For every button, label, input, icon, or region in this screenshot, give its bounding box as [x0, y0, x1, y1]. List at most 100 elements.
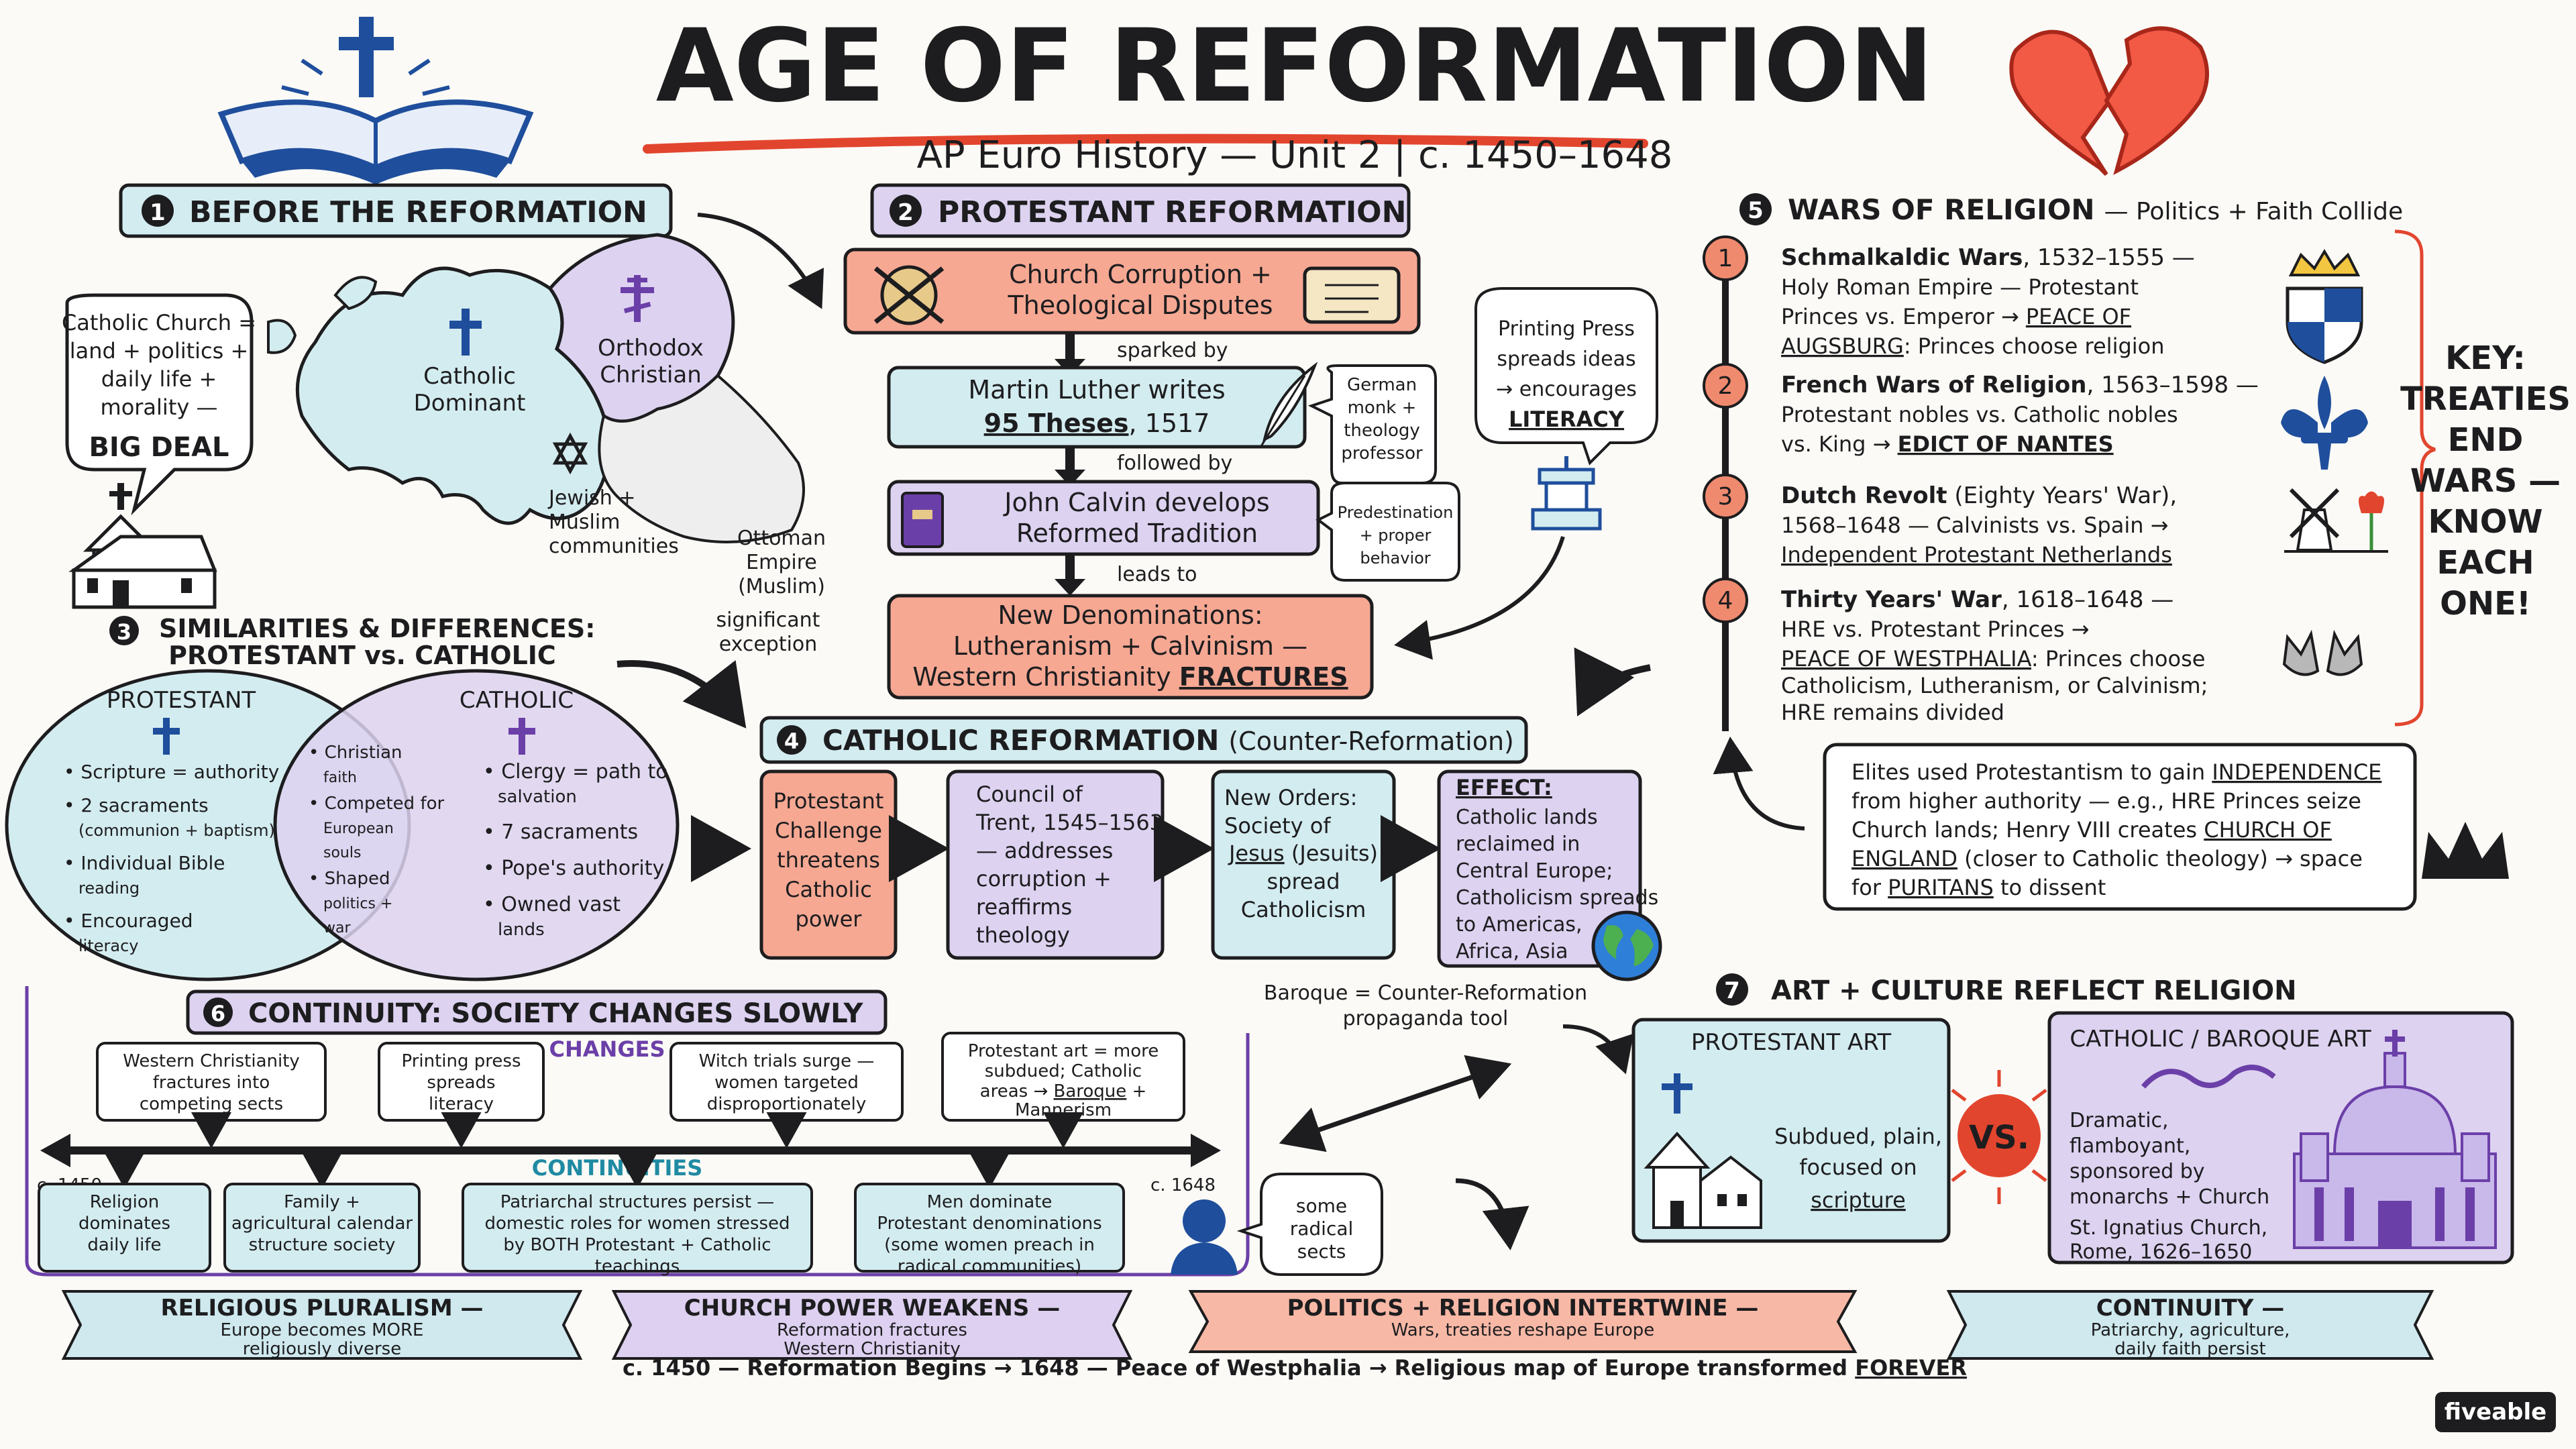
catholic-trait: • Owned vast — [483, 893, 621, 916]
summary-banner: CONTINUITY —Patriarchy, agriculture,dail… — [1946, 1290, 2434, 1360]
war-detail: 1568–1648 — Calvinists vs. Spain → — [1781, 513, 2168, 538]
page-subtitle: AP Euro History — Unit 2 | c. 1450–1648 — [917, 133, 1673, 177]
war-detail: HRE remains divided — [1781, 700, 2004, 725]
section-art-culture: Baroque = Counter-Reformationpropaganda … — [1264, 973, 2514, 1265]
shared-trait: faith — [323, 769, 357, 786]
war-detail: HRE vs. Protestant Princes → — [1781, 616, 2089, 642]
effect-line: Catholic lands — [1456, 806, 1598, 829]
key-line: WARS — — [2410, 462, 2561, 500]
luther-note-line: theology — [1344, 421, 1420, 441]
baroque-church-icon — [2293, 1030, 2497, 1249]
catholic-art-line: monarchs + Church — [2070, 1185, 2269, 1209]
elites-line2: from higher authority — e.g., HRE Prince… — [1851, 788, 2361, 814]
broken-heart-icon — [2009, 26, 2209, 176]
catholic-art-title: CATHOLIC / BAROQUE ART — [2070, 1026, 2371, 1053]
war-title: Schmalkaldic Wars, 1532–1555 — — [1781, 244, 2195, 271]
change-line: spreads — [427, 1073, 495, 1093]
war-detail: Protestant nobles vs. Catholic nobles — [1781, 402, 2178, 427]
continuity-line: Family + — [284, 1192, 360, 1212]
effect-box — [1437, 769, 1642, 968]
change-card-line: subdued; Catholic — [985, 1061, 1142, 1081]
continuity-line: Men dominate — [927, 1192, 1053, 1212]
continuity-line: structure society — [249, 1235, 396, 1255]
map-label-ottoman: Empire — [746, 551, 817, 574]
calvin-line: John Calvin develops — [1003, 488, 1269, 517]
bubble-line: land + politics + — [70, 338, 249, 364]
challenge-line: power — [796, 906, 863, 932]
calvin-line: Reformed Tradition — [1016, 519, 1258, 548]
shared-trait: • Competed for — [309, 794, 445, 814]
section-number: 2 — [898, 199, 914, 226]
brand-badge[interactable]: fiveable — [2435, 1392, 2556, 1432]
luther-note-line: monk + — [1348, 398, 1417, 418]
printing-press-bubble — [1474, 287, 1658, 466]
denominations-line2: Lutheranism + Calvinism — — [953, 631, 1307, 661]
catholic-trait: salvation — [498, 787, 577, 807]
war-detail: Princes vs. Emperor → PEACE OF — [1781, 304, 2131, 329]
crown-shield-icon — [2286, 249, 2363, 364]
change-line: Witch trials surge — — [699, 1051, 875, 1071]
change-line: disproportionately — [707, 1094, 866, 1114]
banner-subtitle: Patriarchy, agriculture, — [2091, 1320, 2290, 1340]
key-bracket — [2394, 229, 2436, 727]
elites-line4: ENGLAND (closer to Catholic theology) → … — [1851, 846, 2363, 871]
denominations-line1: New Denominations: — [998, 600, 1263, 630]
catholic-trait: • 7 sacraments — [483, 820, 638, 844]
continuity-line: Religion — [90, 1192, 159, 1212]
summary-banner: CHURCH POWER WEAKENS —Reformation fractu… — [611, 1290, 1133, 1360]
war-title: French Wars of Religion, 1563–1598 — — [1781, 372, 2259, 398]
radical-sects-line: some — [1296, 1195, 1347, 1217]
map-label-exception: exception — [719, 633, 818, 656]
banner-subtitle: Western Christianity — [784, 1339, 961, 1359]
challenge-line: Catholic — [785, 877, 872, 902]
sparked-by-label: sparked by — [1117, 339, 1228, 362]
trent-line: theology — [976, 922, 1070, 948]
simple-church-icon — [1644, 1073, 1762, 1229]
windmill-tulip-icon — [2284, 488, 2388, 553]
key-line: ONE! — [2440, 585, 2531, 623]
book-icon — [901, 492, 944, 548]
challenge-line: Challenge — [775, 818, 882, 843]
calvin-box — [887, 480, 1320, 556]
baroque-note-line: Baroque = Counter-Reformation — [1264, 981, 1587, 1005]
summary-banner: RELIGIOUS PLURALISM —Europe becomes MORE… — [61, 1290, 583, 1360]
change-line: competing sects — [140, 1094, 283, 1114]
trent-line: Council of — [976, 782, 1083, 807]
radical-sects-bubble — [1236, 1173, 1383, 1276]
map-label-orthodox: Christian — [600, 362, 702, 388]
flourish-ornament — [2141, 1065, 2276, 1089]
map-label-jewish-muslim: Jewish + — [547, 486, 636, 510]
denominations-line3: Western Christianity FRACTURES — [912, 662, 1348, 692]
leads-to-label: leads to — [1117, 563, 1197, 586]
catholic-art-line: sponsored by — [2070, 1160, 2205, 1183]
jesuits-line: Society of — [1224, 813, 1331, 839]
change-line: Western Christianity — [123, 1051, 300, 1071]
effect-line: Catholicism spreads — [1456, 886, 1658, 910]
elites-line3: Church lands; Henry VIII creates CHURCH … — [1851, 817, 2332, 843]
globe-icon — [1591, 910, 1662, 981]
map-label-ottoman: (Muslim) — [738, 575, 825, 598]
corruption-line: Theological Disputes — [1007, 290, 1273, 320]
protestant-trait: literacy — [78, 936, 138, 955]
key-line: KEY: — [2445, 339, 2526, 377]
key-line: TREATIES — [2400, 380, 2571, 418]
key-line: END — [2448, 421, 2524, 459]
vs-sunburst: VS. — [1951, 1070, 2047, 1204]
section-heading-line1: SIMILARITIES & DIFFERENCES: — [159, 614, 595, 643]
calvin-note-line: + proper — [1360, 526, 1432, 545]
bible-icon — [217, 17, 534, 184]
catholic-cross-icon — [508, 718, 535, 755]
protestant-trait: • 2 sacraments — [64, 794, 209, 816]
effect-heading: EFFECT: — [1456, 775, 1552, 800]
shared-trait: war — [323, 920, 351, 936]
protestant-cross-icon — [153, 718, 180, 755]
venn-catholic-circle — [273, 669, 680, 981]
header: AGE OF REFORMATION AP Euro History — Uni… — [217, 8, 2209, 184]
map-label-exception: significant — [716, 608, 820, 632]
banner-subtitle: Reformation fractures — [777, 1320, 967, 1340]
venn-protestant-title: PROTESTANT — [107, 687, 256, 714]
section-number: 7 — [1724, 977, 1740, 1004]
catholic-art-line: Dramatic, — [2070, 1109, 2169, 1132]
